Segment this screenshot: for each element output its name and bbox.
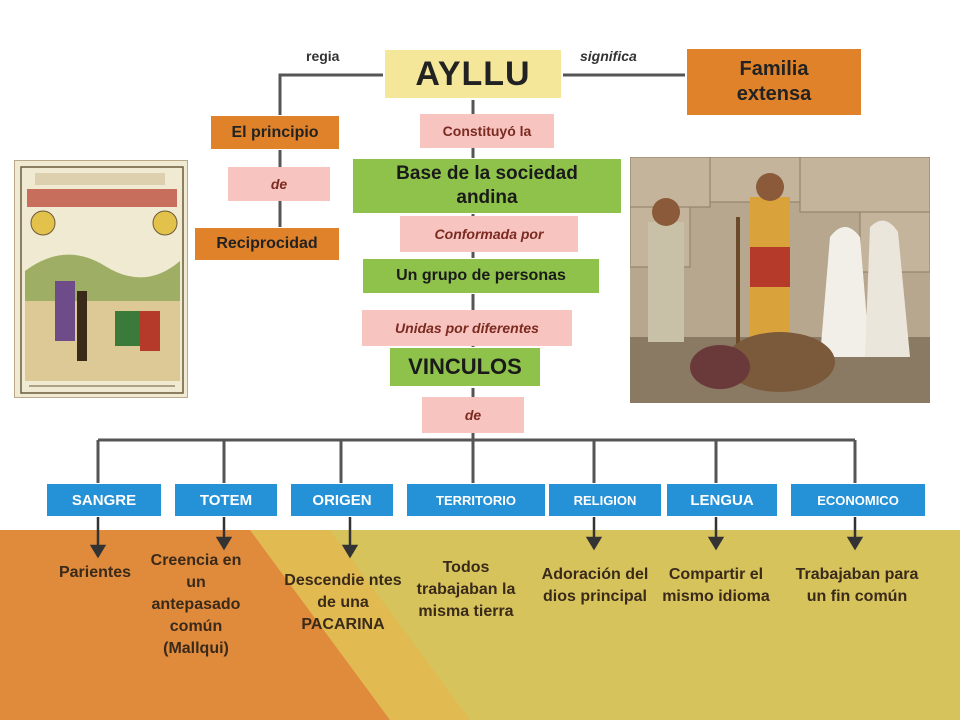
connector-constituyo: Constituyó la: [420, 114, 554, 148]
desc-economico: Trabajaban para un fin común: [795, 566, 919, 605]
node-base-sociedad-andina: Base de la sociedad andina: [352, 158, 622, 214]
connector-conformada-por: Conformada por: [400, 216, 578, 252]
label-significa: significa: [580, 48, 637, 64]
node-grupo-personas: Un grupo de personas: [362, 258, 600, 294]
drawing-illustration: [20, 166, 184, 394]
node-familia-extensa: Familia extensa: [686, 48, 862, 116]
desc-religion: Adoración del dios principal: [541, 566, 649, 605]
inca-scene-painting: [630, 157, 930, 403]
category-origen: ORIGEN: [290, 483, 394, 517]
category-lengua: LENGUA: [666, 483, 778, 517]
node-el-principio: El principio: [210, 115, 340, 150]
connector-de-left: de: [228, 167, 330, 201]
connector-unidas-por: Unidas por diferentes: [362, 310, 572, 346]
category-totem: TOTEM: [174, 483, 278, 517]
category-religion: RELIGION: [548, 483, 662, 517]
node-ayllu: AYLLU: [383, 48, 563, 100]
desc-lengua: Compartir el mismo idioma: [662, 566, 770, 605]
guaman-poma-drawing: [14, 160, 188, 398]
node-vinculos: VINCULOS: [389, 347, 541, 387]
desc-totem: Creencia en un antepasado común (Mallqui…: [150, 552, 242, 657]
scene-illustration: [630, 157, 930, 403]
label-regia: regia: [306, 48, 340, 64]
connector-de-center: de: [422, 397, 524, 433]
category-territorio: TERRITORIO: [406, 483, 546, 517]
category-sangre: SANGRE: [46, 483, 162, 517]
desc-sangre: Parientes: [58, 564, 132, 581]
desc-territorio: Todos trabajaban la misma tierra: [416, 559, 516, 620]
desc-origen: Descendie ntes de una PACARINA: [284, 572, 402, 633]
node-reciprocidad: Reciprocidad: [194, 227, 340, 261]
category-economico: ECONOMICO: [790, 483, 926, 517]
